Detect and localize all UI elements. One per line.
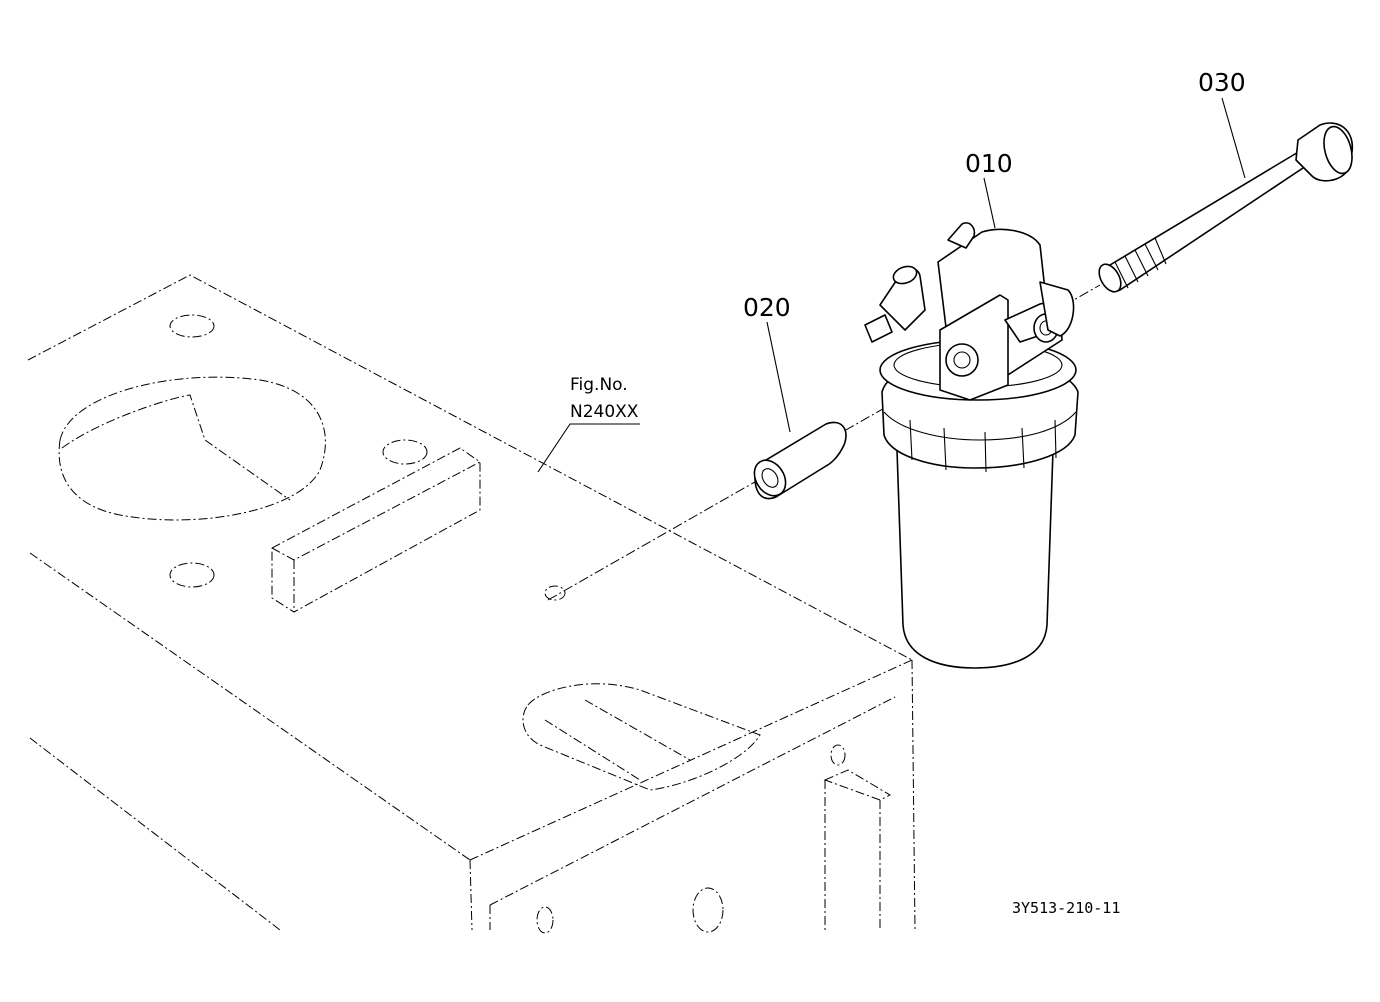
leader-figref: [537, 423, 640, 473]
leader-030: [1221, 97, 1246, 179]
figure-ref-line1: Fig.No.: [570, 375, 628, 395]
leader-020: [766, 321, 791, 433]
figure-ref-line2: N240XX: [570, 402, 639, 422]
callout-010: 010: [965, 149, 1013, 178]
leader-010: [983, 177, 996, 229]
bolt-030: [1098, 122, 1354, 293]
callout-030: 030: [1198, 68, 1246, 97]
drawing-number: 3Y513-210-11: [1012, 899, 1120, 917]
fuel-filter-010: [864, 222, 1079, 669]
spacer-collar-020: [753, 421, 847, 500]
engine-block-outline: [27, 274, 916, 934]
callout-020: 020: [743, 293, 791, 322]
